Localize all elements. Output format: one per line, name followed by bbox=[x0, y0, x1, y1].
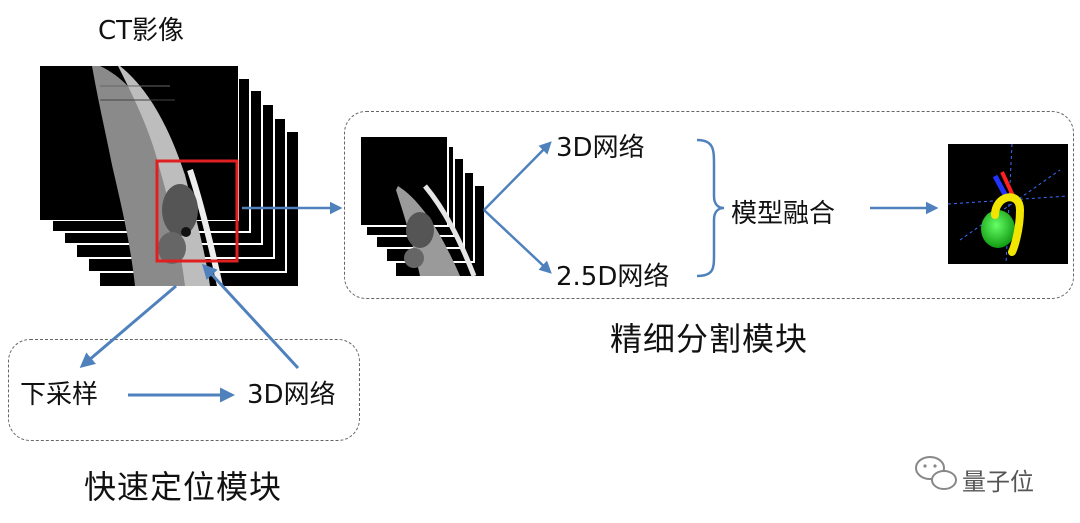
ct-front-slice bbox=[40, 66, 238, 287]
arrow-to-downsample bbox=[79, 284, 177, 368]
cropped-slices bbox=[359, 135, 484, 277]
fine-segmentation-box bbox=[344, 111, 1074, 299]
2-5d-network-label: 2.5D网络 bbox=[556, 262, 670, 292]
arrow-to-roi bbox=[201, 263, 300, 370]
3d-network-label: 3D网络 bbox=[556, 133, 645, 163]
3d-result-render bbox=[947, 143, 1069, 265]
fine-module-title: 精细分割模块 bbox=[610, 320, 809, 358]
merge-brace bbox=[696, 138, 725, 278]
arrow-to-25d bbox=[483, 209, 552, 274]
downsample-label: 下采样 bbox=[20, 380, 99, 410]
localization-3d-network-label: 3D网络 bbox=[247, 380, 336, 410]
fast-localization-box bbox=[8, 339, 360, 441]
wechat-icon bbox=[915, 456, 957, 490]
arrow-to-3d bbox=[483, 141, 552, 211]
ct-images-label: CT影像 bbox=[98, 16, 185, 46]
model-fusion-label: 模型融合 bbox=[731, 199, 836, 229]
watermark-text: 量子位 bbox=[962, 468, 1034, 496]
locate-module-title: 快速定位模块 bbox=[84, 468, 283, 506]
roi-highlight-box bbox=[155, 159, 239, 263]
